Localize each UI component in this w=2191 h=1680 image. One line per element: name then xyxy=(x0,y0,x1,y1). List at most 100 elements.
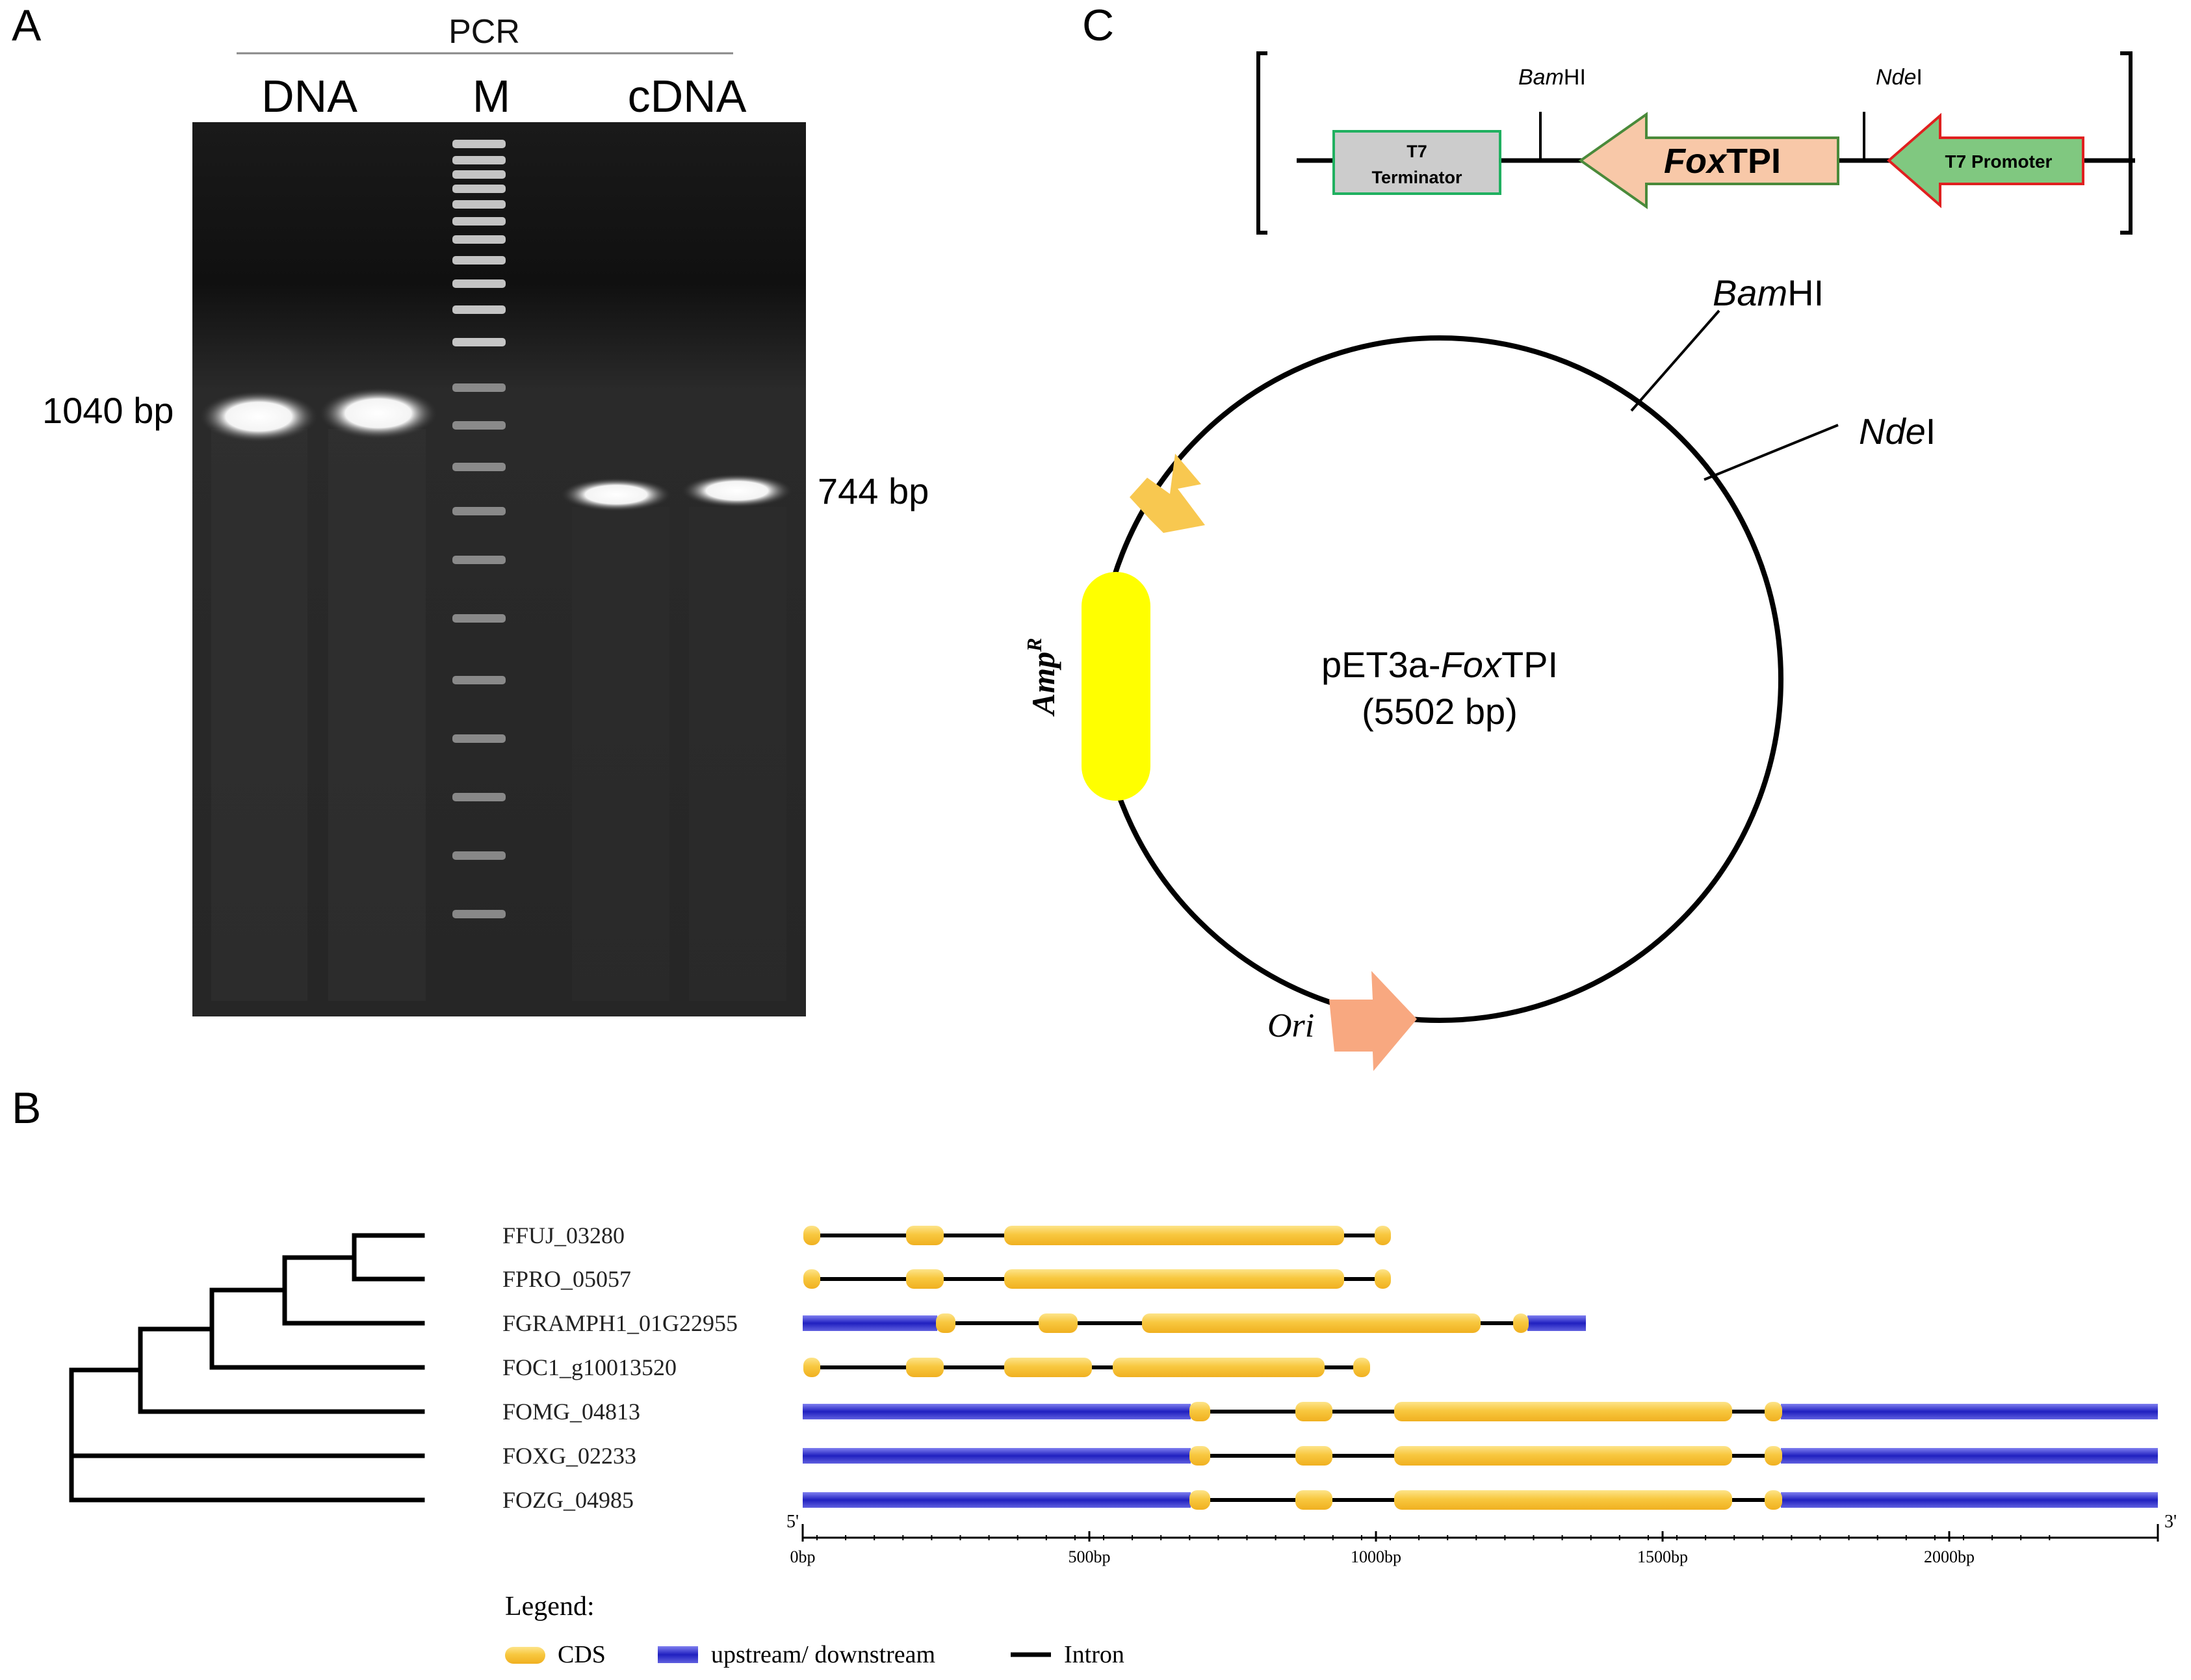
ladder-band xyxy=(452,676,506,684)
utr-segment xyxy=(1781,1404,2158,1419)
tree-clade-ffuj-fpro xyxy=(352,1233,425,1282)
bracket-right xyxy=(2120,51,2133,235)
gel-image xyxy=(192,122,806,1016)
t7-terminator-line2: Terminator xyxy=(1371,168,1462,187)
tree-clade-fomg xyxy=(138,1326,425,1414)
utr-segment xyxy=(803,1448,1191,1464)
bracket-left xyxy=(1256,51,1267,235)
ladder-band xyxy=(452,140,506,148)
axis-tick-label: 0bp xyxy=(790,1547,816,1566)
foxtpi-gene-label: FoxTPI xyxy=(1664,142,1781,181)
ampr-label: AmpR xyxy=(1022,638,1061,717)
cds-segment xyxy=(1004,1358,1092,1377)
panel-letter-a: A xyxy=(12,1,42,50)
gene-labels: FFUJ_03280FPRO_05057FGRAMPH1_01G22955FOC… xyxy=(502,1222,738,1513)
ladder-band xyxy=(452,556,506,564)
ladder-band xyxy=(452,305,506,314)
legend-swatch-cds xyxy=(505,1647,545,1664)
lane-smear-2 xyxy=(328,429,426,1001)
panel-letter-b: B xyxy=(12,1083,41,1133)
axis-tick-label: 1500bp xyxy=(1637,1547,1688,1566)
cds-segment xyxy=(803,1269,820,1289)
plasmid-map: BamHI NdeI AmpR Ori pET3a-FoxTPI (5502 b… xyxy=(1022,272,1936,1071)
utr-segment xyxy=(1781,1448,2158,1464)
ladder-band xyxy=(452,851,506,860)
plasmid-size: (5502 bp) xyxy=(1362,691,1518,732)
cds-segment xyxy=(1113,1358,1325,1377)
ladder-band xyxy=(452,383,506,392)
cds-segment xyxy=(1189,1446,1210,1466)
ladder-band xyxy=(452,463,506,471)
ladder-band xyxy=(452,507,506,515)
panel-letter-c: C xyxy=(1082,1,1114,50)
band-dna-lane1 xyxy=(199,391,318,443)
lane-label-cdna: cDNA xyxy=(628,71,747,122)
legend-label-cds: CDS xyxy=(558,1641,606,1668)
utr-segment xyxy=(803,1492,1191,1508)
utr-segment xyxy=(1781,1492,2158,1508)
tree-clade-fozg xyxy=(69,1453,425,1503)
ladder-band xyxy=(452,421,506,430)
cds-segment xyxy=(1295,1490,1332,1510)
axis-tick-label: 1000bp xyxy=(1351,1547,1401,1566)
cds-segment xyxy=(1765,1490,1782,1510)
utr-segment xyxy=(803,1404,1191,1419)
band-label-1040: 1040 bp xyxy=(42,390,174,431)
cds-segment xyxy=(1004,1226,1344,1245)
cds-segment xyxy=(1295,1402,1332,1421)
gene-label: FFUJ_03280 xyxy=(502,1222,625,1248)
axis-5prime: 5' xyxy=(786,1512,799,1532)
legend-label-intron: Intron xyxy=(1064,1641,1124,1668)
ladder-band xyxy=(452,156,506,164)
tree-clade-foxg xyxy=(69,1367,425,1458)
gene-tracks xyxy=(803,1226,2158,1510)
ladder-band xyxy=(452,338,506,346)
gene-label: FOZG_04985 xyxy=(502,1487,634,1513)
cds-segment xyxy=(1394,1490,1732,1510)
gene-label: FGRAMPH1_01G22955 xyxy=(502,1310,738,1336)
gel-background xyxy=(192,122,806,1016)
cds-segment xyxy=(1189,1402,1210,1421)
cds-segment xyxy=(1513,1313,1529,1333)
band-dna-lane2 xyxy=(318,387,438,439)
plasmid-ndei-label: NdeI xyxy=(1859,411,1936,452)
lane-smear-4 xyxy=(689,507,786,1001)
cds-segment xyxy=(906,1226,944,1245)
ampr-gene xyxy=(1082,572,1150,801)
t7-promoter-label: T7 Promoter xyxy=(1945,151,2053,172)
band-cdna-lane1 xyxy=(560,478,672,511)
t7-promoter-arrow xyxy=(1886,112,2084,209)
t7-terminator-box xyxy=(1332,130,1501,195)
axis-tick-label: 2000bp xyxy=(1924,1547,1975,1566)
ladder-band xyxy=(452,614,506,623)
plasmid-name: pET3a-FoxTPI xyxy=(1321,644,1558,685)
gene-label: FPRO_05057 xyxy=(502,1266,631,1292)
lane-smear-3 xyxy=(572,507,669,1001)
construct-map: BamHI NdeI T7 Terminator FoxTPI T7 Promo… xyxy=(1256,51,2135,235)
cds-segment xyxy=(1375,1269,1391,1289)
cds-segment xyxy=(1765,1402,1782,1421)
gene-legend: Legend: CDS upstream/ downstream Intron xyxy=(505,1592,1124,1668)
pcr-header: PCR xyxy=(448,13,520,51)
cds-segment xyxy=(1765,1446,1782,1466)
ladder-band xyxy=(452,279,506,288)
ori-label: Ori xyxy=(1267,1007,1314,1044)
legend-title: Legend: xyxy=(505,1592,595,1622)
lane-smear-1 xyxy=(211,429,307,1001)
bamhi-label: BamHI xyxy=(1518,65,1586,90)
marker-ladder xyxy=(452,140,506,918)
cds-segment xyxy=(803,1226,820,1245)
cds-segment xyxy=(906,1269,944,1289)
ladder-band xyxy=(452,217,506,226)
legend-label-utr: upstream/ downstream xyxy=(711,1641,935,1668)
t7-terminator-line1: T7 xyxy=(1407,142,1427,161)
ladder-band xyxy=(452,185,506,193)
utr-segment xyxy=(803,1315,937,1331)
tree-clade-foc1 xyxy=(209,1287,425,1370)
gene-label: FOXG_02233 xyxy=(502,1443,636,1469)
band-label-744: 744 bp xyxy=(818,471,929,511)
cds-segment xyxy=(1394,1446,1732,1466)
